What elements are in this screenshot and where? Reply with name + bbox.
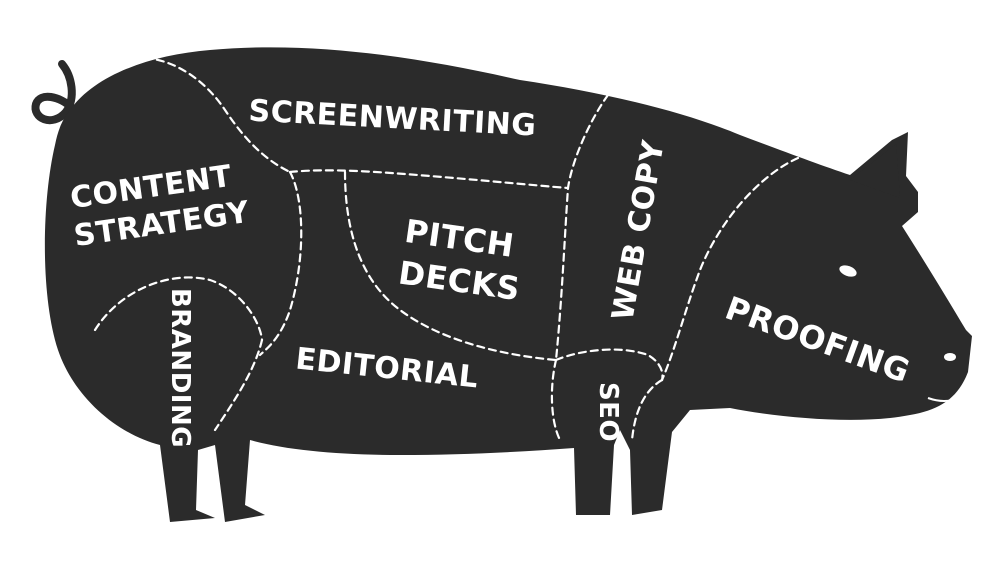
pig-mouth [927, 397, 959, 402]
cut-line-seo-right [630, 378, 664, 442]
pig-tail [31, 60, 76, 125]
cut-line-proofing-left [660, 156, 800, 382]
cut-line-screenwriting-bottom [288, 169, 570, 190]
cut-line-seo-top [554, 348, 664, 382]
cut-line-seo-left [550, 358, 562, 442]
cut-line-shoulder-front [258, 170, 303, 357]
pig-eye [839, 265, 857, 277]
cut-line-content-bottom [93, 276, 264, 342]
pig-nostril [944, 353, 956, 361]
pig-body [44, 47, 973, 522]
cut-line-pitch-left [343, 170, 558, 362]
label-seo: SEO [593, 382, 623, 442]
cut-line-shoulder-top [143, 56, 292, 174]
label-branding: BRANDING [165, 288, 195, 448]
cut-line-branding-leg [213, 338, 264, 432]
cut-line-webcopy-left [554, 93, 610, 362]
cut-lines [93, 56, 800, 442]
pig-ear [850, 144, 900, 198]
